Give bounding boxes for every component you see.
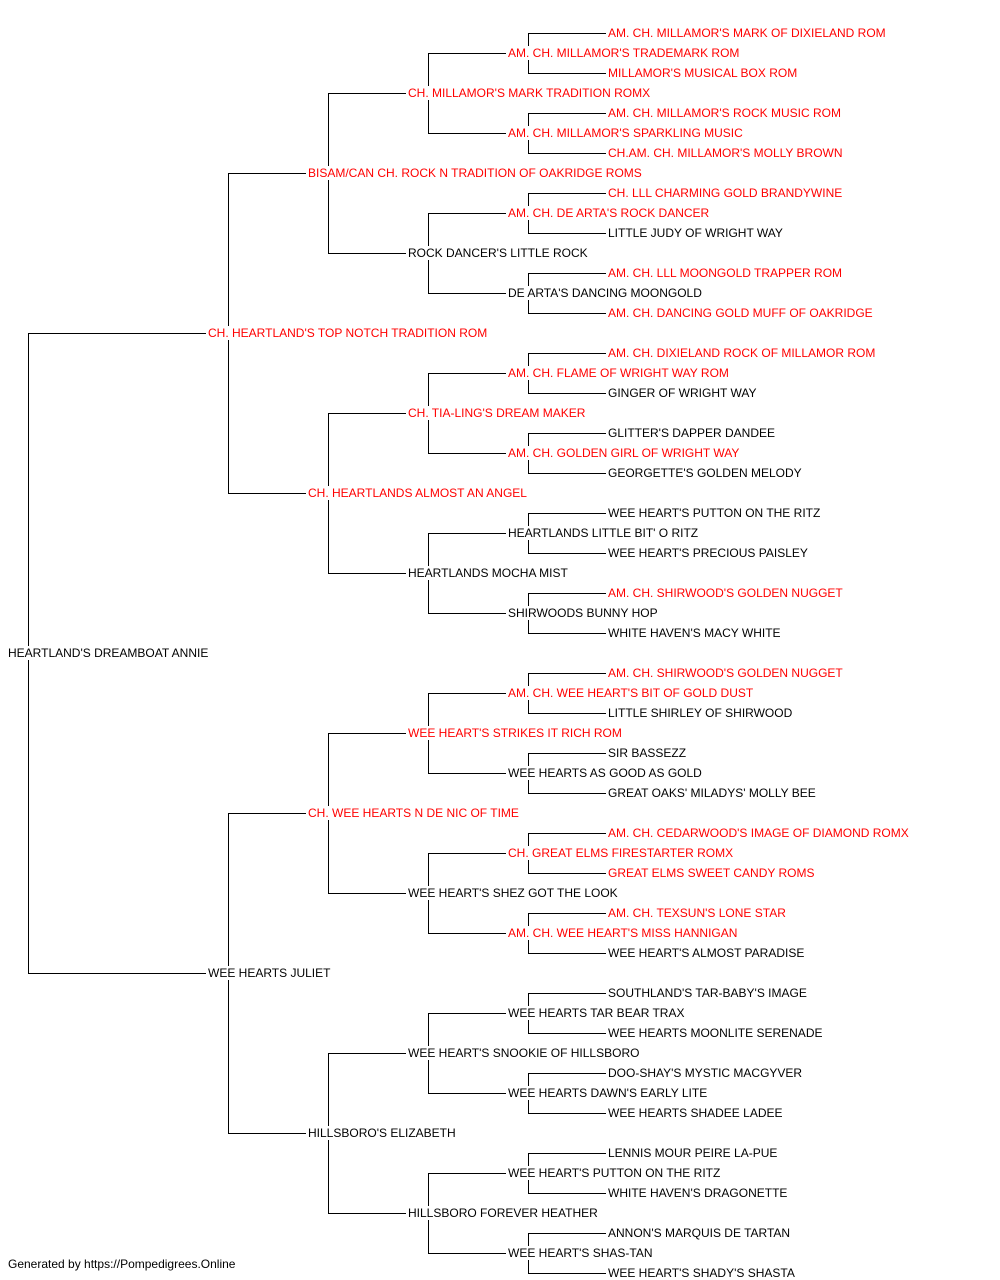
pedigree-node-gen5: CH. LLL CHARMING GOLD BRANDYWINE bbox=[608, 186, 845, 200]
pedigree-node-gen3: CH. MILLAMOR'S MARK TRADITION ROMX bbox=[408, 86, 653, 100]
pedigree-node-gen5: AM. CH. LLL MOONGOLD TRAPPER ROM bbox=[608, 266, 845, 280]
pedigree-node-gen5: AM. CH. DANCING GOLD MUFF OF OAKRIDGE bbox=[608, 306, 875, 320]
pedigree-node-gen5: GREAT ELMS SWEET CANDY ROMS bbox=[608, 866, 817, 880]
pedigree-node-gen4: AM. CH. WEE HEART'S MISS HANNIGAN bbox=[508, 926, 740, 940]
pedigree-node-gen5: WEE HEART'S SHADY'S SHASTA bbox=[608, 1266, 797, 1280]
pedigree-node-gen5: ANNON'S MARQUIS DE TARTAN bbox=[608, 1226, 793, 1240]
pedigree-node-gen5: LITTLE SHIRLEY OF SHIRWOOD bbox=[608, 706, 795, 720]
pedigree-node-gen2: CH. HEARTLANDS ALMOST AN ANGEL bbox=[308, 486, 529, 500]
pedigree-node-gen4: AM. CH. GOLDEN GIRL OF WRIGHT WAY bbox=[508, 446, 742, 460]
pedigree-node-gen3: HEARTLANDS MOCHA MIST bbox=[408, 566, 570, 580]
pedigree-node-gen1: CH. HEARTLAND'S TOP NOTCH TRADITION ROM bbox=[208, 326, 490, 340]
pedigree-node-gen4: WEE HEART'S PUTTON ON THE RITZ bbox=[508, 1166, 723, 1180]
pedigree-node-gen5: AM. CH. DIXIELAND ROCK OF MILLAMOR ROM bbox=[608, 346, 878, 360]
pedigree-node-gen4: WEE HEARTS TAR BEAR TRAX bbox=[508, 1006, 687, 1020]
pedigree-node-gen4: WEE HEART'S SHAS-TAN bbox=[508, 1246, 655, 1260]
pedigree-node-gen4: WEE HEARTS DAWN'S EARLY LITE bbox=[508, 1086, 710, 1100]
pedigree-node-gen5: GREAT OAKS' MILADYS' MOLLY BEE bbox=[608, 786, 818, 800]
pedigree-node-gen3: ROCK DANCER'S LITTLE ROCK bbox=[408, 246, 590, 260]
pedigree-node-gen5: SOUTHLAND'S TAR-BABY'S IMAGE bbox=[608, 986, 809, 1000]
pedigree-node-gen5: AM. CH. TEXSUN'S LONE STAR bbox=[608, 906, 788, 920]
pedigree-node-gen4: CH. GREAT ELMS FIRESTARTER ROMX bbox=[508, 846, 736, 860]
pedigree-node-gen5: AM. CH. SHIRWOOD'S GOLDEN NUGGET bbox=[608, 666, 845, 680]
pedigree-node-gen4: AM. CH. WEE HEART'S BIT OF GOLD DUST bbox=[508, 686, 756, 700]
pedigree-node-gen5: LITTLE JUDY OF WRIGHT WAY bbox=[608, 226, 785, 240]
pedigree-node-gen4: HEARTLANDS LITTLE BIT' O RITZ bbox=[508, 526, 701, 540]
pedigree-node-gen5: GEORGETTE'S GOLDEN MELODY bbox=[608, 466, 804, 480]
pedigree-node-gen5: SIR BASSEZZ bbox=[608, 746, 689, 760]
pedigree-node-gen4: WEE HEARTS AS GOOD AS GOLD bbox=[508, 766, 704, 780]
pedigree-node-gen5: CH.AM. CH. MILLAMOR'S MOLLY BROWN bbox=[608, 146, 845, 160]
pedigree-node-gen0: HEARTLAND'S DREAMBOAT ANNIE bbox=[8, 646, 211, 660]
pedigree-node-gen3: WEE HEART'S SNOOKIE OF HILLSBORO bbox=[408, 1046, 642, 1060]
pedigree-node-gen4: AM. CH. DE ARTA'S ROCK DANCER bbox=[508, 206, 712, 220]
pedigree-node-gen5: GLITTER'S DAPPER DANDEE bbox=[608, 426, 777, 440]
pedigree-node-gen5: DOO-SHAY'S MYSTIC MACGYVER bbox=[608, 1066, 805, 1080]
pedigree-node-gen3: WEE HEART'S SHEZ GOT THE LOOK bbox=[408, 886, 620, 900]
pedigree-node-gen5: MILLAMOR'S MUSICAL BOX ROM bbox=[608, 66, 800, 80]
pedigree-node-gen4: AM. CH. FLAME OF WRIGHT WAY ROM bbox=[508, 366, 731, 380]
pedigree-node-gen5: WEE HEART'S PRECIOUS PAISLEY bbox=[608, 546, 810, 560]
pedigree-node-gen5: LENNIS MOUR PEIRE LA-PUE bbox=[608, 1146, 780, 1160]
pedigree-node-gen5: AM. CH. SHIRWOOD'S GOLDEN NUGGET bbox=[608, 586, 845, 600]
pedigree-node-gen5: WHITE HAVEN'S DRAGONETTE bbox=[608, 1186, 790, 1200]
pedigree-node-gen3: HILLSBORO FOREVER HEATHER bbox=[408, 1206, 600, 1220]
pedigree-node-gen2: BISAM/CAN CH. ROCK N TRADITION OF OAKRID… bbox=[308, 166, 644, 180]
pedigree-node-gen4: AM. CH. MILLAMOR'S SPARKLING MUSIC bbox=[508, 126, 745, 140]
pedigree-node-gen4: SHIRWOODS BUNNY HOP bbox=[508, 606, 660, 620]
pedigree-node-gen4: AM. CH. MILLAMOR'S TRADEMARK ROM bbox=[508, 46, 742, 60]
pedigree-node-gen2: HILLSBORO'S ELIZABETH bbox=[308, 1126, 458, 1140]
pedigree-node-gen5: AM. CH. MILLAMOR'S ROCK MUSIC ROM bbox=[608, 106, 843, 120]
pedigree-node-gen5: GINGER OF WRIGHT WAY bbox=[608, 386, 759, 400]
pedigree-node-gen3: WEE HEART'S STRIKES IT RICH ROM bbox=[408, 726, 624, 740]
pedigree-node-gen1: WEE HEARTS JULIET bbox=[208, 966, 333, 980]
pedigree-node-gen5: WEE HEARTS SHADEE LADEE bbox=[608, 1106, 785, 1120]
pedigree-node-gen5: AM. CH. MILLAMOR'S MARK OF DIXIELAND ROM bbox=[608, 26, 888, 40]
pedigree-node-gen3: CH. TIA-LING'S DREAM MAKER bbox=[408, 406, 588, 420]
pedigree-node-gen4: DE ARTA'S DANCING MOONGOLD bbox=[508, 286, 704, 300]
pedigree-node-gen5: AM. CH. CEDARWOOD'S IMAGE OF DIAMOND ROM… bbox=[608, 826, 911, 840]
pedigree-node-gen5: WHITE HAVEN'S MACY WHITE bbox=[608, 626, 783, 640]
pedigree-node-gen5: WEE HEART'S PUTTON ON THE RITZ bbox=[608, 506, 823, 520]
pedigree-node-gen5: WEE HEART'S ALMOST PARADISE bbox=[608, 946, 807, 960]
pedigree-node-gen2: CH. WEE HEARTS N DE NIC OF TIME bbox=[308, 806, 521, 820]
pedigree-node-gen5: WEE HEARTS MOONLITE SERENADE bbox=[608, 1026, 825, 1040]
footer-credit: Generated by https://Pompedigrees.Online bbox=[8, 1257, 236, 1271]
